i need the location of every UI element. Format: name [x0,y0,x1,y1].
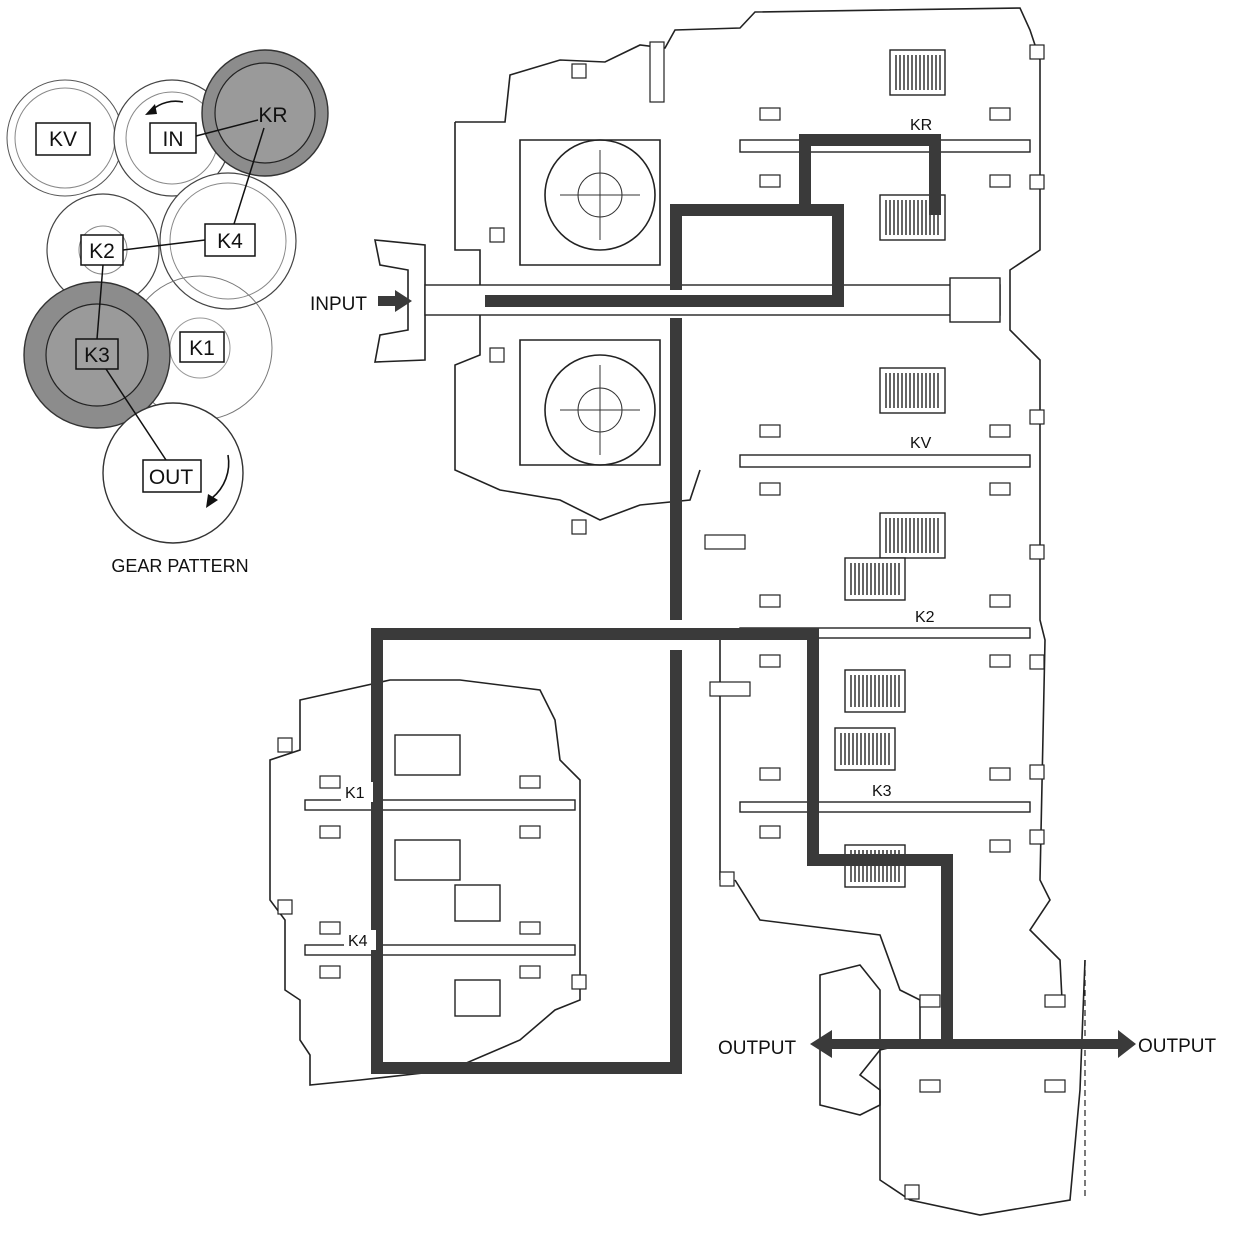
shaft-kv [739,454,1031,468]
gear-out: OUT [102,402,244,544]
arrowhead-icon [145,104,157,115]
gear-pattern: KV IN KR K4 K2 [6,49,329,576]
clutch-pack-kr-upper [889,49,946,96]
clutch-pack-k4 [454,884,501,922]
gear-in: IN [113,79,231,197]
torque-converter [519,139,661,466]
gear-label-k1: K1 [189,337,215,360]
gear-label-k4: K4 [217,230,243,253]
output-right-label: OUTPUT [1138,1036,1217,1057]
clutch-pack-k4-lower [454,979,501,1017]
gear-label-kr: KR [258,104,287,127]
gear-k3: K3 [23,281,171,429]
rotation-arrow-icon [211,454,230,499]
shaft-end [949,277,1001,323]
gear-power-path [96,119,265,461]
gear-kv: KV [6,79,124,197]
gear-label-kv: KV [49,128,77,151]
input-label: INPUT [310,294,367,315]
gear-kr: KR [201,49,329,177]
gear-k4: K4 [159,172,297,310]
input-flange [374,239,426,363]
input-arrow-icon [378,290,412,312]
power-flow-path [371,134,953,1074]
bearings [319,107,1066,1093]
gear-pattern-caption: GEAR PATTERN [111,556,248,576]
gear-label-k3: K3 [84,344,110,367]
clutch-label-k2: K2 [915,609,935,626]
housing-outline [455,7,1063,1001]
shaft-k3 [739,801,1031,813]
clutch-label-k4: K4 [348,933,368,950]
shaft-k4 [304,944,576,956]
output-arrow-icon [810,1030,1136,1058]
housing-outline-left [454,122,701,521]
clutch-label-k3: K3 [872,783,892,800]
gear-label-out: OUT [149,466,194,489]
clutch-pack-k1-lower [394,839,461,881]
arrowhead-icon [206,494,218,508]
output-flange [819,964,881,1116]
output-housing [734,879,1086,1216]
clutch-label-kr: KR [910,117,932,134]
gear-label-k2: K2 [89,240,115,263]
clutch-label-kv: KV [910,435,932,452]
output-left-label: OUTPUT [718,1038,797,1059]
clutch-pack-k1 [394,734,461,776]
transmission-section: INPUT OUTPUT OUTPUT KR KV K2 K3 K1 K4 [269,7,1217,1216]
bolts [277,41,1045,1200]
clutch-label-k1: K1 [345,785,365,802]
gear-label-in: IN [163,128,184,151]
shaft-k1 [304,799,576,811]
